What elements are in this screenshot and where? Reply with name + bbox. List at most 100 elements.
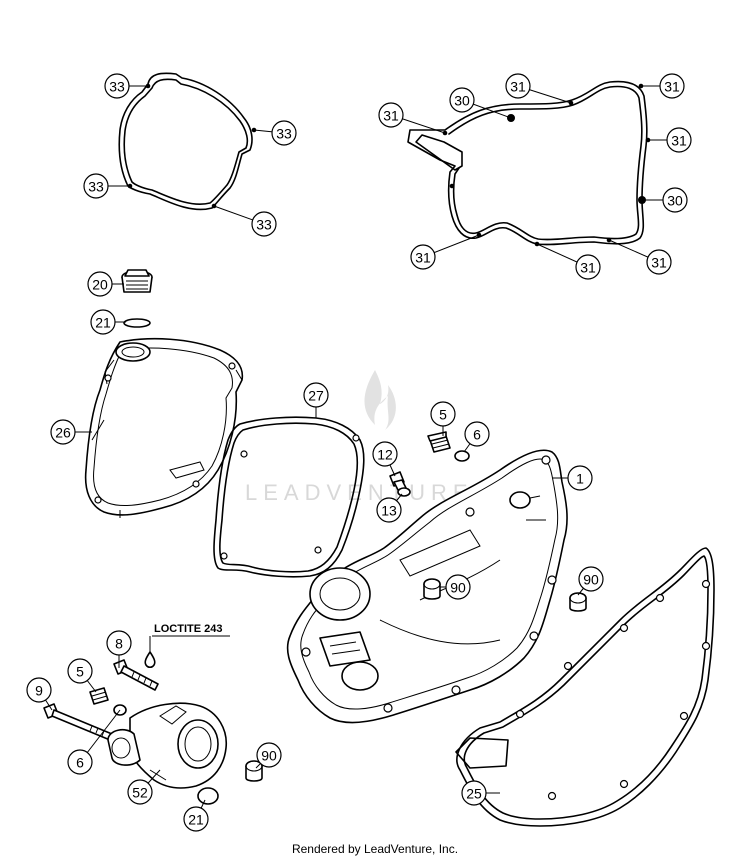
loctite-note: LOCTITE 243 xyxy=(149,623,230,652)
callout-number: 31 xyxy=(415,250,431,266)
loctite-note-text: LOCTITE 243 xyxy=(154,623,222,635)
callout-number: 30 xyxy=(667,193,683,209)
callout-circle xyxy=(430,401,456,427)
watermark-flame-icon xyxy=(364,370,396,430)
plug-20 xyxy=(121,269,153,293)
callout-number: 90 xyxy=(450,580,466,596)
callout-number: 27 xyxy=(308,388,324,404)
callout-12: 12 xyxy=(372,441,398,477)
callout-31: 31 xyxy=(608,239,672,275)
callout-5: 5 xyxy=(67,658,97,693)
callout-5: 5 xyxy=(430,401,456,436)
callout-circle xyxy=(567,465,593,491)
callout-circle xyxy=(67,749,93,775)
callout-number: 9 xyxy=(35,683,43,699)
callout-6: 6 xyxy=(463,421,490,453)
loctite-drop-icon xyxy=(144,651,156,669)
callout-30: 30 xyxy=(449,87,512,119)
callout-number: 1 xyxy=(576,471,584,487)
callout-31: 31 xyxy=(536,243,601,280)
o-ring-21-bottom xyxy=(197,787,219,805)
bushing-90-right xyxy=(569,592,587,612)
callout-33: 33 xyxy=(213,205,277,237)
callout-circle xyxy=(67,658,93,684)
callout-circle xyxy=(303,382,329,408)
callout-number: 31 xyxy=(671,133,687,149)
callout-13: 13 xyxy=(376,493,403,523)
callout-number: 52 xyxy=(132,785,148,801)
callout-25: 25 xyxy=(461,780,500,806)
washer-13 xyxy=(397,487,411,497)
bushing-90-bottom xyxy=(245,760,263,782)
callout-30: 30 xyxy=(642,187,688,213)
callout-circle xyxy=(578,566,604,592)
callout-number: 33 xyxy=(109,79,125,95)
callout-number: 33 xyxy=(276,126,292,142)
callout-8: 8 xyxy=(106,630,132,668)
callout-number: 20 xyxy=(92,277,108,293)
callout-circle xyxy=(659,73,685,99)
callout-layer: 33 33 33 33 31 31 30 31 31 30 31 31 31 20 21 26 27 5 6 12 13… xyxy=(26,73,692,832)
callout-90: 90 xyxy=(440,574,471,600)
callout-circle xyxy=(575,254,601,280)
callout-number: 31 xyxy=(664,79,680,95)
footer-credit: Rendered by LeadVenture, Inc. xyxy=(291,842,459,856)
callout-number: 30 xyxy=(454,93,470,109)
water-pump-cover-52 xyxy=(107,702,227,789)
callout-circle xyxy=(378,102,404,128)
callout-circle xyxy=(505,73,531,99)
callout-21: 21 xyxy=(90,309,126,335)
callout-number: 33 xyxy=(88,179,104,195)
watermark-text: LEADVENTURE xyxy=(245,480,474,505)
callout-circle xyxy=(127,779,153,805)
callout-33: 33 xyxy=(104,73,148,99)
callout-circle xyxy=(183,806,209,832)
callout-number: 31 xyxy=(580,260,596,276)
callout-26: 26 xyxy=(50,419,92,445)
callout-90: 90 xyxy=(255,742,282,769)
bolt-8 xyxy=(113,659,159,691)
callout-number: 6 xyxy=(473,427,481,443)
callout-number: 31 xyxy=(383,108,399,124)
gasket-25 xyxy=(455,547,715,827)
callout-circle xyxy=(445,574,471,600)
callout-31: 31 xyxy=(410,234,480,270)
callout-20: 20 xyxy=(87,271,124,297)
callout-number: 26 xyxy=(55,425,71,441)
callout-circle xyxy=(251,211,277,237)
screw-plug-5-bottom xyxy=(89,687,109,705)
clutch-cover-26 xyxy=(84,337,244,518)
callout-circle xyxy=(87,271,113,297)
callout-90: 90 xyxy=(577,566,604,596)
screw-plug-5-top xyxy=(427,431,451,453)
callout-circle xyxy=(104,73,130,99)
callout-circle xyxy=(90,309,116,335)
callout-number: 31 xyxy=(510,79,526,95)
callout-6: 6 xyxy=(67,709,121,775)
callout-circle xyxy=(271,120,297,146)
callout-number: 90 xyxy=(583,572,599,588)
callout-number: 5 xyxy=(439,407,447,423)
callout-circle xyxy=(256,742,282,768)
callout-circle xyxy=(106,630,132,656)
gasket-27 xyxy=(213,416,365,578)
callout-circle xyxy=(410,244,436,270)
callout-circle xyxy=(50,419,76,445)
gasket-33 xyxy=(118,72,257,211)
o-ring-21-top xyxy=(123,318,151,328)
callout-circle xyxy=(376,497,402,523)
callout-circle xyxy=(83,173,109,199)
bolt-9 xyxy=(43,703,113,741)
callout-52: 52 xyxy=(127,769,161,805)
callout-number: 8 xyxy=(115,636,123,652)
callout-circle xyxy=(461,780,487,806)
callout-circle xyxy=(372,441,398,467)
callout-number: 31 xyxy=(651,255,667,271)
callout-33: 33 xyxy=(83,173,130,199)
callout-circle xyxy=(646,249,672,275)
callout-circle xyxy=(449,87,475,113)
callout-1: 1 xyxy=(552,465,593,491)
callout-number: 33 xyxy=(256,217,272,233)
bushing-90-center xyxy=(423,578,441,600)
